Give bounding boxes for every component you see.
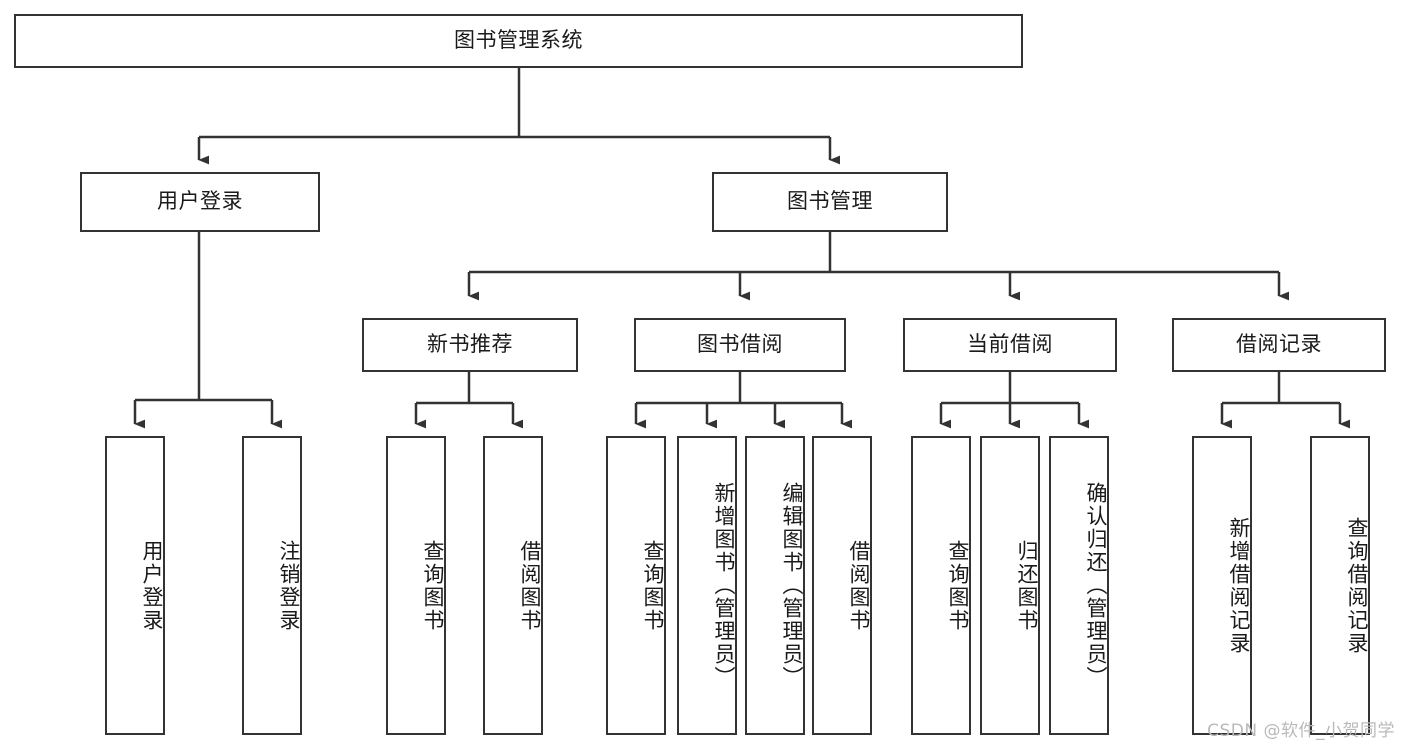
node-leaf-current-query-label: 查询图书 (946, 539, 970, 632)
node-leaf-borrow-edit[interactable]: 编辑图书（管理员） (745, 436, 805, 735)
node-leaf-user-login-label: 用户登录 (140, 539, 164, 632)
node-leaf-newbook-borrow[interactable]: 借阅图书 (483, 436, 543, 735)
node-leaf-record-add[interactable]: 新增借阅记录 (1192, 436, 1252, 735)
node-leaf-current-return-label: 归还图书 (1015, 539, 1039, 632)
node-leaf-current-query[interactable]: 查询图书 (911, 436, 971, 735)
node-leaf-newbook-borrow-label: 借阅图书 (518, 539, 542, 632)
node-new-book-recommend-label: 新书推荐 (427, 332, 513, 357)
node-borrow-record-label: 借阅记录 (1236, 332, 1322, 357)
node-leaf-borrow-add[interactable]: 新增图书（管理员） (677, 436, 737, 735)
node-leaf-logout[interactable]: 注销登录 (242, 436, 302, 735)
node-book-manage[interactable]: 图书管理 (712, 172, 948, 232)
node-leaf-borrow-lend[interactable]: 借阅图书 (812, 436, 872, 735)
node-book-manage-label: 图书管理 (787, 189, 873, 214)
node-user-login-label: 用户登录 (157, 189, 243, 214)
node-borrow-record[interactable]: 借阅记录 (1172, 318, 1386, 372)
node-leaf-borrow-query-label: 查询图书 (641, 539, 665, 632)
node-current-borrow[interactable]: 当前借阅 (903, 318, 1117, 372)
node-leaf-record-query[interactable]: 查询借阅记录 (1310, 436, 1370, 735)
node-leaf-current-confirm-label: 确认归还（管理员） (1084, 482, 1108, 689)
node-root-system-label: 图书管理系统 (454, 28, 583, 53)
node-leaf-borrow-add-label: 新增图书（管理员） (712, 482, 736, 689)
node-leaf-current-confirm[interactable]: 确认归还（管理员） (1049, 436, 1109, 735)
node-leaf-borrow-query[interactable]: 查询图书 (606, 436, 666, 735)
node-leaf-borrow-edit-label: 编辑图书（管理员） (780, 482, 804, 689)
csdn-watermark: CSDN @软件_小贺同学 (1207, 721, 1395, 741)
node-leaf-borrow-lend-label: 借阅图书 (847, 539, 871, 632)
node-leaf-current-return[interactable]: 归还图书 (980, 436, 1040, 735)
node-leaf-newbook-query-label: 查询图书 (421, 539, 445, 632)
node-leaf-record-add-label: 新增借阅记录 (1227, 516, 1251, 655)
node-book-borrow[interactable]: 图书借阅 (634, 318, 846, 372)
node-current-borrow-label: 当前借阅 (967, 332, 1053, 357)
node-leaf-newbook-query[interactable]: 查询图书 (386, 436, 446, 735)
node-new-book-recommend[interactable]: 新书推荐 (362, 318, 578, 372)
node-leaf-record-query-label: 查询借阅记录 (1345, 516, 1369, 655)
node-leaf-user-login[interactable]: 用户登录 (105, 436, 165, 735)
node-book-borrow-label: 图书借阅 (697, 332, 783, 357)
node-leaf-logout-label: 注销登录 (277, 539, 301, 632)
node-user-login[interactable]: 用户登录 (80, 172, 320, 232)
node-root-system[interactable]: 图书管理系统 (14, 14, 1023, 68)
